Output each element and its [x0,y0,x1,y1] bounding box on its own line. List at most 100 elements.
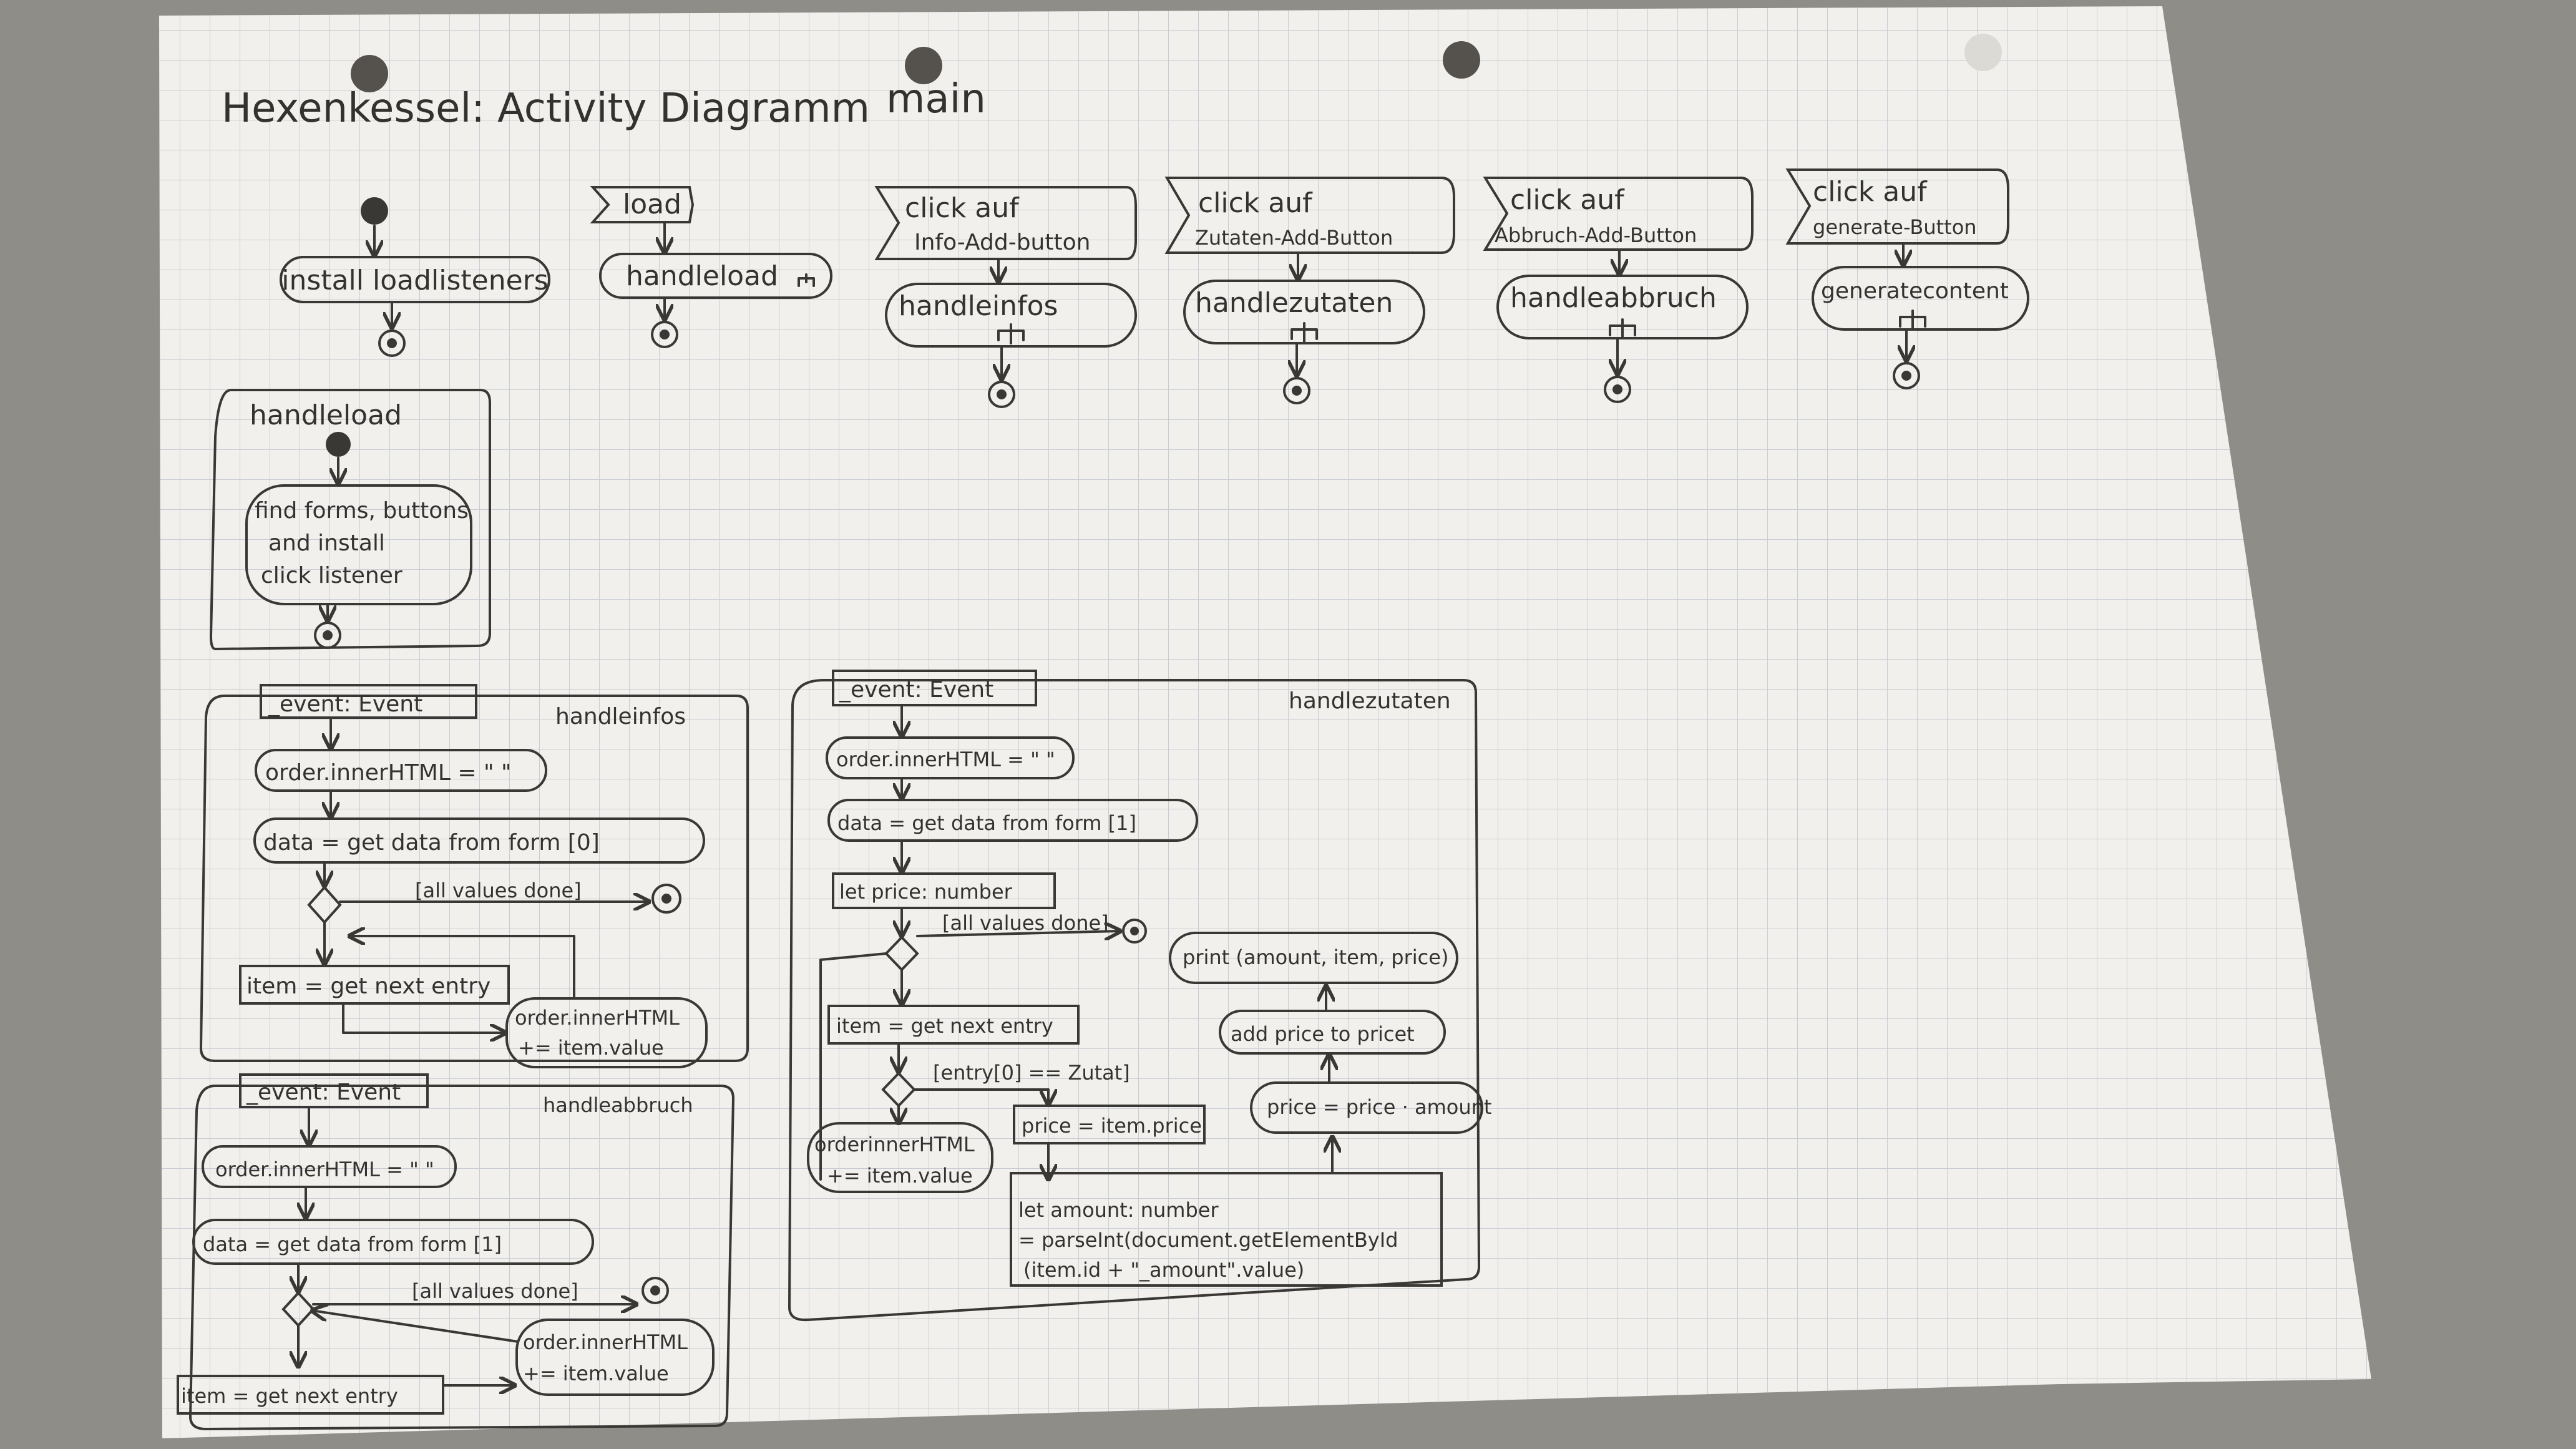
action-label: print (amount, item, price) [1183,945,1448,969]
box-handlezutaten: _event: Event handlezutaten order.innerH… [788,670,1491,1322]
action-line1: find forms, buttons [255,498,469,524]
action-line2: += item.value [523,1362,669,1385]
action-let-amount [1010,1172,1443,1287]
action-label: item = get next entry [181,1384,398,1408]
main-label: main [886,76,986,122]
rake-icon [1899,310,1926,331]
action-get-next-entry [239,965,510,1005]
signal-label: load [623,188,681,220]
final-node [642,1277,669,1304]
box-title: handlezutaten [1289,688,1451,714]
signal-generate-button [1785,168,2009,245]
param-label: _event: Event [246,1080,401,1105]
action-get-data [192,1219,594,1265]
action-label: item = get next entry [246,973,490,999]
guard-label: [entry[0] == Zutat] [933,1061,1130,1085]
action-label: order.innerHTML = " " [215,1158,434,1181]
signal-label-line2: Zutaten-Add-Button [1195,226,1393,250]
final-node [651,884,681,914]
final-node [378,329,406,357]
action-line1: orderinnerHTML [814,1133,975,1156]
final-node [314,622,341,649]
guard-label: [all values done] [412,1279,578,1303]
loop-line [819,952,887,1181]
action-line3: click listener [261,563,402,588]
action-clear-order [826,736,1075,779]
lane-generate: click auf generate-Button generateconten… [1785,168,2029,389]
signal-label-line2: Abbruch-Add-Button [1495,223,1697,247]
action-line1: let amount: number [1018,1198,1219,1222]
action-find-forms [245,484,472,605]
action-label: generatecontent [1821,278,2009,304]
action-handleinfos [885,283,1137,348]
box-handleabbruch: _event: Event handleabbruch order.innerH… [177,1073,735,1431]
action-label: install loadlisteners [281,265,548,296]
final-node [1283,377,1310,404]
diagram-title: Hexenkessel: Activity Diagramm [222,85,870,132]
rake-icon [1290,322,1318,343]
action-clear-order [255,749,547,792]
action-label: data = get data from form [1] [837,811,1136,835]
action-price-times-amount [1250,1081,1483,1134]
box-title: handleabbruch [543,1093,693,1117]
final-node [1893,362,1920,389]
rake-icon [1609,318,1636,339]
punch-hole [905,47,942,84]
box-handleinfos: _event: Event handleinfos order.innerHTM… [199,684,749,1068]
action-get-data [827,799,1198,842]
box-handleload: handleload find forms, buttons and insta… [209,389,491,651]
signal-label-line1: click auf [1510,184,1625,216]
action-label: price = item.price [1022,1114,1202,1138]
action-label: handleinfos [899,290,1058,322]
box-title: handleload [250,399,402,431]
action-label: order.innerHTML = " " [836,748,1055,771]
action-label: add price to pricet [1231,1022,1415,1046]
final-node [1604,376,1631,403]
signal-label-line2: Info-Add-button [914,230,1090,255]
action-install-loadlisteners [280,256,550,303]
action-label: data = get data from form [0] [263,830,600,856]
action-label: handleabbruch [1510,282,1717,314]
action-label: item = get next entry [836,1014,1053,1038]
action-let-price [832,872,1056,909]
action-append-order [515,1319,715,1396]
initial-node [361,197,388,225]
param-label: _event: Event [268,691,422,717]
action-get-next-entry [177,1375,444,1415]
signal-info-add-button [874,186,1137,260]
action-label: handleload [626,260,778,292]
signal-label-line1: click auf [1813,176,1928,208]
action-line3: (item.id + "_amount".value) [1023,1258,1304,1282]
punch-hole [1443,41,1480,79]
rake-icon [798,273,815,287]
action-line1: order.innerHTML [523,1330,688,1354]
action-get-next-entry [827,1005,1080,1045]
signal-label-line2: generate-Button [1813,215,1977,239]
action-label: price = price · amount [1267,1095,1491,1119]
action-clear-order [202,1145,457,1188]
action-line1: order.innerHTML [515,1006,680,1030]
action-label: data = get data from form [1] [203,1232,502,1256]
action-add-price [1219,1010,1446,1055]
punch-hole [351,55,388,92]
rake-icon [997,323,1025,344]
final-node [988,381,1015,408]
action-handleload [599,253,832,299]
action-line2: += item.value [827,1164,973,1188]
action-print [1169,932,1458,984]
action-get-data [253,817,705,864]
signal-label-line1: click auf [905,192,1020,224]
param-node [239,1073,429,1108]
signal-abbruch-add-button [1483,177,1754,251]
action-append-order [807,1122,993,1193]
signal-zutaten-add-button [1164,177,1455,254]
param-node [260,684,477,719]
lane-zutaten: click auf Zutaten-Add-Button handlezutat… [1164,177,1455,404]
action-line2: and install [268,530,385,556]
signal-label-line1: click auf [1198,187,1313,219]
param-node [832,670,1037,706]
punch-hole [1964,34,2002,71]
box-title: handleinfos [555,704,686,729]
lane-abbruch: click auf Abbruch-Add-Button handleabbru… [1483,177,1754,403]
action-line2: = parseInt(document.getElementById [1018,1228,1398,1252]
